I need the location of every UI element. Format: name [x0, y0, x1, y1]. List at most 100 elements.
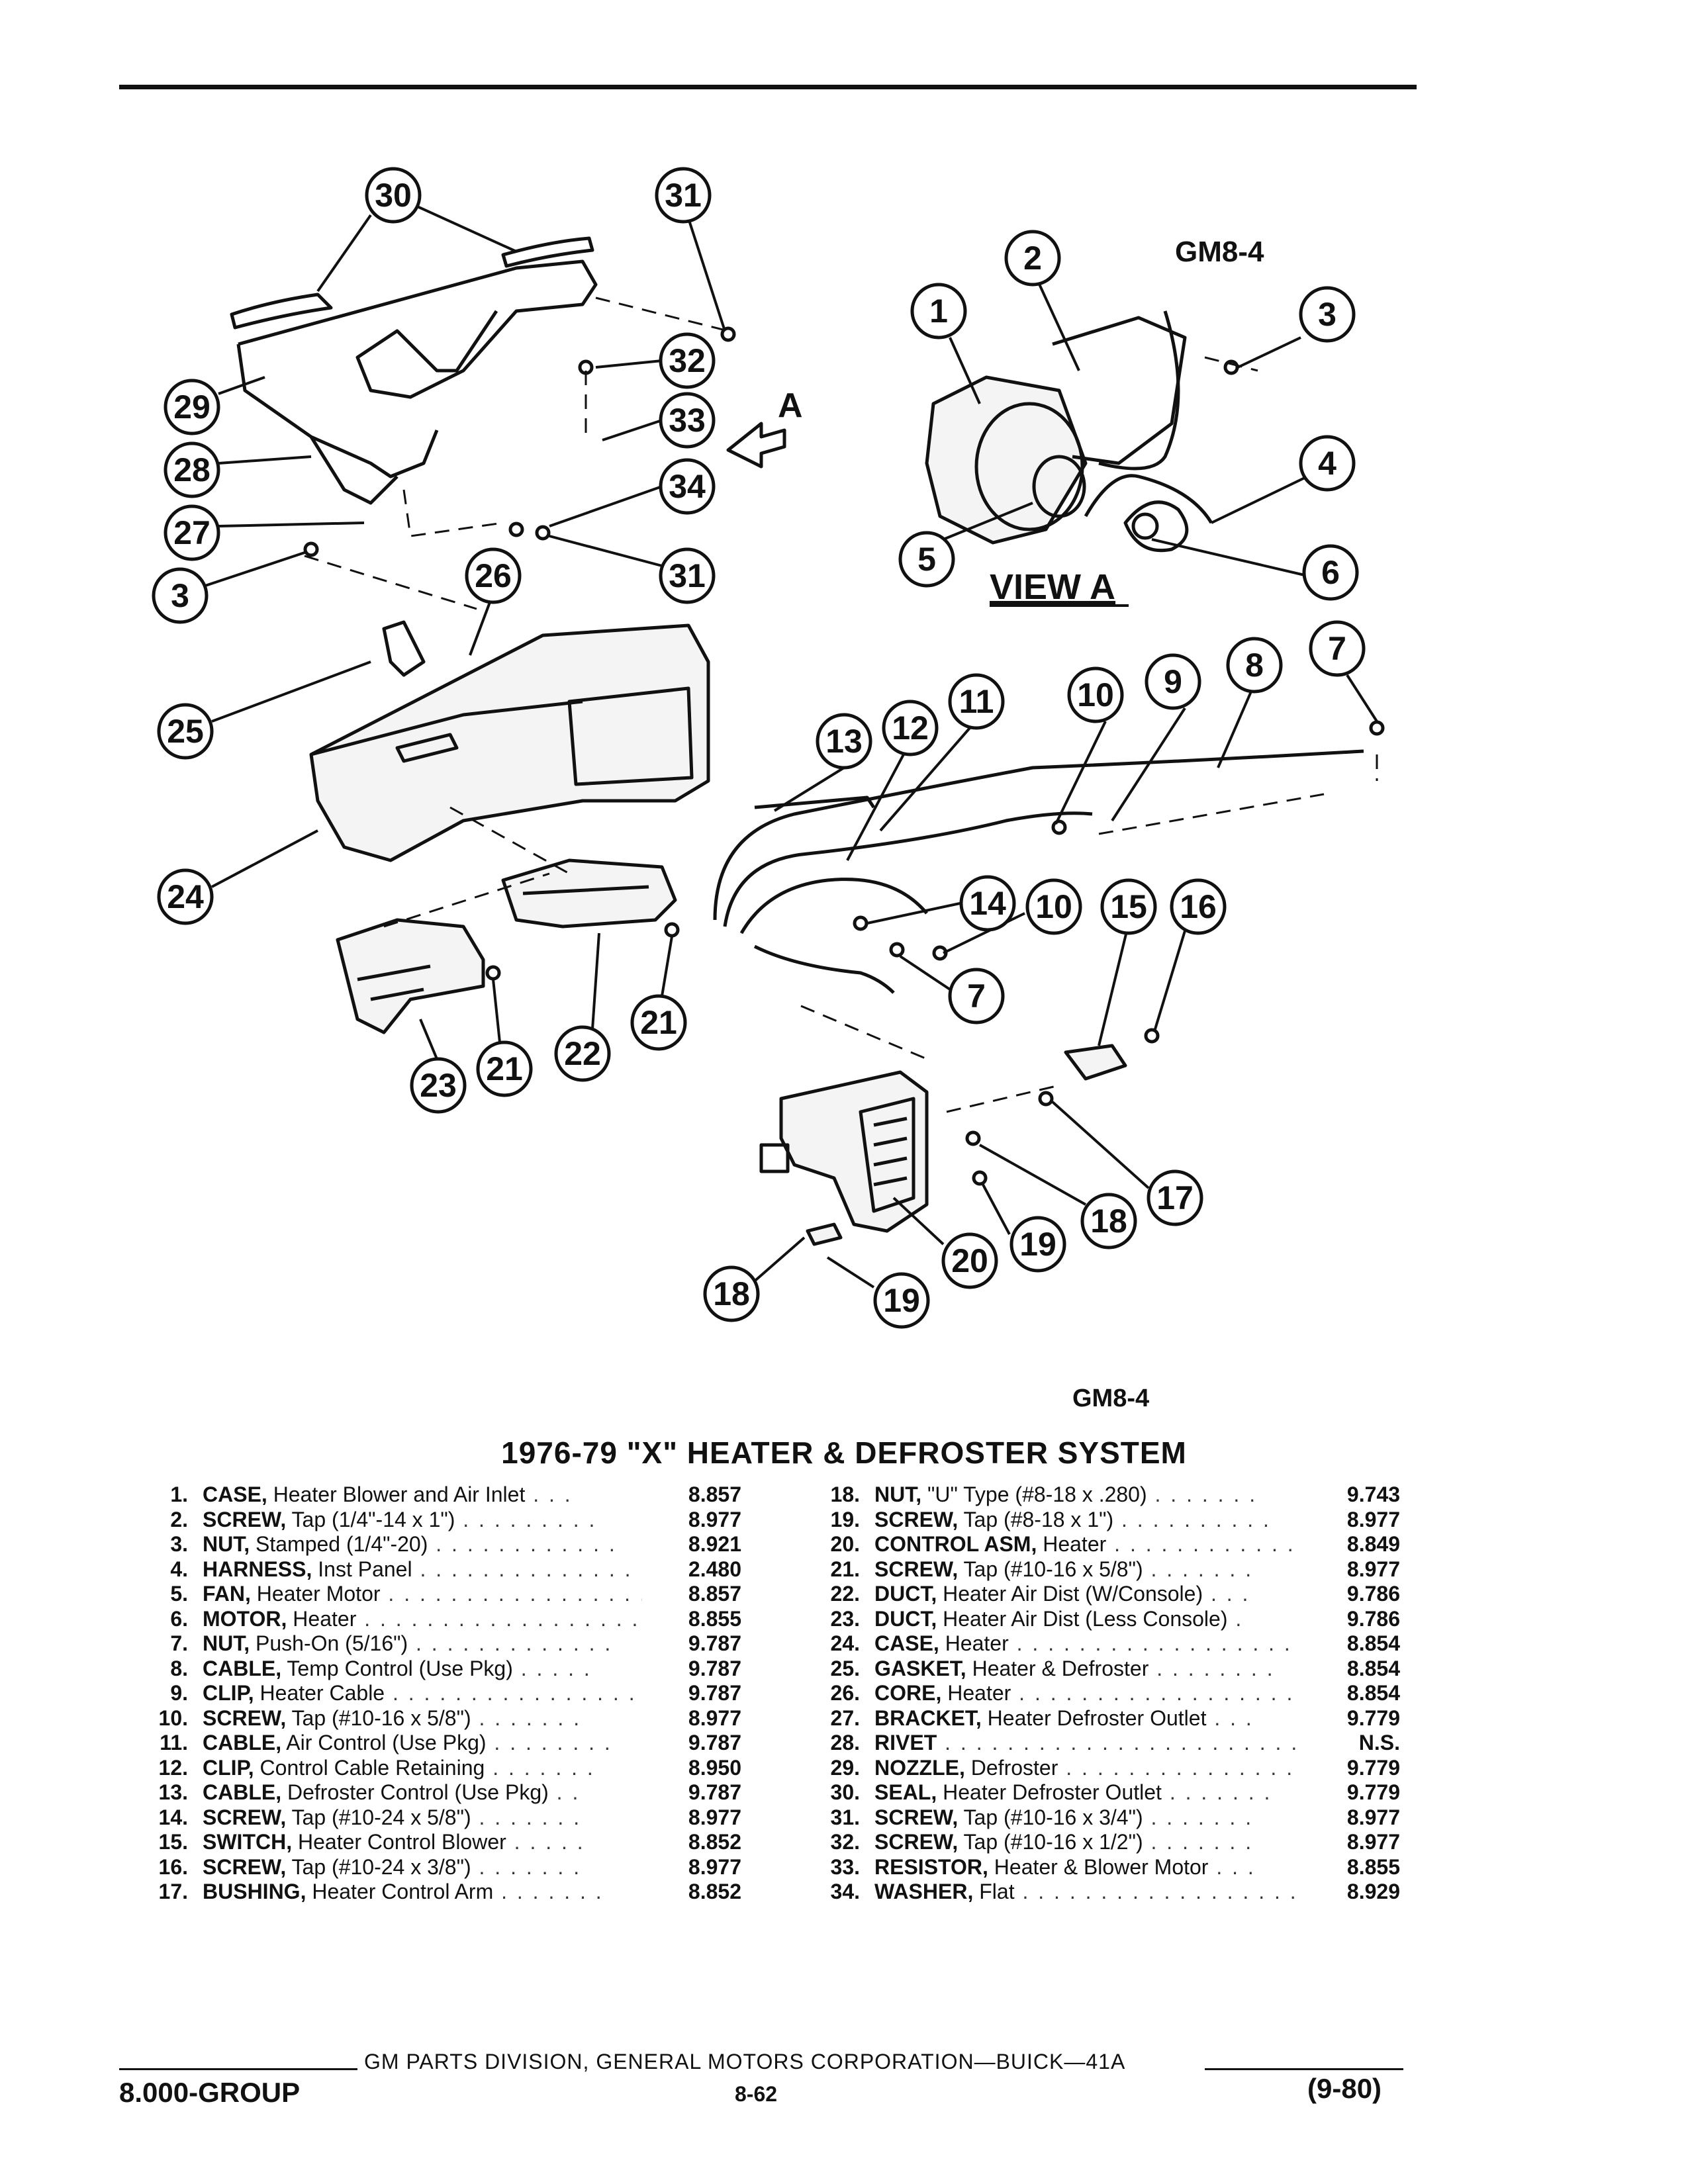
- part-name: DUCT,: [874, 1582, 937, 1606]
- part-name: HARNESS,: [203, 1557, 312, 1581]
- leader-dots: . . . . . . . . . . . .: [1106, 1532, 1295, 1556]
- leader-dots: . . . . . . .: [471, 1706, 582, 1730]
- part-number: 3.: [170, 1532, 188, 1556]
- callout: 16: [1170, 878, 1227, 935]
- svg-text:18: 18: [713, 1275, 750, 1312]
- part-number: 4.: [170, 1557, 188, 1581]
- callout: 31: [659, 547, 716, 604]
- group-code: 2.480: [688, 1557, 741, 1581]
- leader-dots: . . .: [1206, 1706, 1254, 1730]
- group-code: 9.787: [688, 1631, 741, 1655]
- svg-text:17: 17: [1156, 1179, 1194, 1216]
- part-description: SCREW, Tap (#10-24 x 3/8") . . . . . . .: [203, 1855, 642, 1880]
- leader-dots: . . . . . . .: [1143, 1805, 1254, 1829]
- parts-row: 24.CASE, Heater . . . . . . . . . . . . …: [804, 1631, 1400, 1657]
- svg-text:21: 21: [640, 1004, 677, 1041]
- part-name: NOZZLE,: [874, 1755, 965, 1780]
- group-code: 8.854: [1346, 1656, 1400, 1680]
- parts-row: 1.CASE, Heater Blower and Air Inlet . . …: [132, 1482, 741, 1508]
- parts-row: 2.SCREW, Tap (1/4"-14 x 1") . . . . . . …: [132, 1508, 741, 1533]
- footer-corp: GM PARTS DIVISION, GENERAL MOTORS CORPOR…: [364, 2050, 1126, 2073]
- part-number: 10.: [158, 1706, 188, 1730]
- footer-rule-left: [119, 2068, 357, 2070]
- part-detail: Tap (#10-16 x 5/8"): [286, 1706, 471, 1730]
- part-name: CORE,: [874, 1681, 942, 1705]
- part-name: SCREW,: [874, 1507, 959, 1531]
- svg-text:3: 3: [171, 577, 189, 614]
- svg-text:10: 10: [1035, 888, 1072, 925]
- parts-row: 29.NOZZLE, Defroster . . . . . . . . . .…: [804, 1756, 1400, 1781]
- part-number: 32.: [830, 1830, 860, 1854]
- leader-dots: . . . . . . . . . . . . . . . . .: [380, 1582, 642, 1606]
- leader-dots: . . .: [525, 1482, 573, 1506]
- control-cables-art: [713, 749, 1364, 994]
- parts-row: 33.RESISTOR, Heater & Blower Motor . . .…: [804, 1855, 1400, 1880]
- leader-dots: . . . . . . . .: [486, 1731, 612, 1754]
- callout: 32: [659, 332, 716, 389]
- part-name: SWITCH,: [203, 1830, 293, 1854]
- part-number: 15.: [158, 1830, 188, 1854]
- leader-dots: . . . . . . . . . . . . . . . . . . .: [1008, 1631, 1301, 1655]
- svg-text:14: 14: [969, 885, 1006, 922]
- part-description: SCREW, Tap (#10-16 x 5/8") . . . . . . .: [203, 1706, 642, 1731]
- callout: 3: [152, 567, 209, 624]
- parts-row: 10. SCREW, Tap (#10-16 x 5/8") . . . . . …: [132, 1706, 741, 1731]
- part-description: SCREW, Tap (1/4"-14 x 1") . . . . . . . …: [203, 1508, 642, 1532]
- air-distribution-ducts-art: [336, 858, 677, 1034]
- part-description: FAN, Heater Motor . . . . . . . . . . . …: [203, 1582, 642, 1606]
- parts-row: 6.MOTOR, Heater . . . . . . . . . . . . …: [132, 1607, 741, 1632]
- callout: 29: [164, 379, 220, 435]
- callout: 6: [1302, 544, 1359, 601]
- callout: 27: [164, 504, 220, 561]
- callout: 21: [630, 994, 687, 1051]
- leader-dots: . .: [548, 1780, 581, 1804]
- group-code: 9.786: [1346, 1582, 1400, 1606]
- part-detail: Heater Blower and Air Inlet: [267, 1482, 526, 1506]
- svg-text:9: 9: [1164, 663, 1182, 700]
- callout: 18: [703, 1265, 760, 1322]
- svg-text:2: 2: [1023, 240, 1042, 277]
- part-detail: Temp Control (Use Pkg): [281, 1656, 513, 1680]
- parts-row: 17.BUSHING, Heater Control Arm . . . . .…: [132, 1880, 741, 1905]
- parts-row: 19.SCREW, Tap (#8-18 x 1") . . . . . . .…: [804, 1508, 1400, 1533]
- group-code: 8.852: [688, 1880, 741, 1903]
- part-name: NUT,: [203, 1532, 250, 1556]
- leader-dots: . . . . . . . . . . . . .: [408, 1631, 613, 1655]
- part-detail: Control Cable Retaining: [254, 1755, 485, 1780]
- callout: 2: [1004, 230, 1061, 287]
- svg-text:7: 7: [967, 978, 986, 1015]
- callout: 4: [1299, 435, 1356, 492]
- parts-row: 8.CABLE, Temp Control (Use Pkg) . . . . …: [132, 1657, 741, 1682]
- view-a-marker: A: [778, 387, 803, 425]
- svg-text:16: 16: [1180, 888, 1217, 925]
- svg-text:29: 29: [173, 388, 211, 426]
- part-name: GASKET,: [874, 1656, 966, 1680]
- part-detail: Tap (#10-24 x 3/8"): [286, 1854, 471, 1879]
- svg-text:6: 6: [1321, 554, 1340, 591]
- part-number: 33.: [830, 1854, 860, 1879]
- group-code: 8.921: [688, 1532, 741, 1556]
- part-number: 13.: [158, 1780, 188, 1804]
- footer-date: (9-80): [1307, 2073, 1382, 2104]
- footer-rule-right: [1205, 2068, 1403, 2070]
- leader-dots: . . . . . . .: [1143, 1830, 1254, 1854]
- parts-row: 18.NUT, "U" Type (#8-18 x .280) . . . . …: [804, 1482, 1400, 1508]
- group-code: 8.977: [1346, 1805, 1400, 1829]
- leader-dots: . . . . . . .: [471, 1805, 582, 1829]
- part-description: CASE, Heater Blower and Air Inlet . . .: [203, 1482, 642, 1507]
- parts-row: 20.CONTROL ASM, Heater . . . . . . . . .…: [804, 1532, 1400, 1557]
- part-name: CABLE,: [203, 1656, 282, 1680]
- part-number: 12.: [158, 1755, 188, 1780]
- leader-dots: . . . . .: [512, 1656, 592, 1680]
- parts-row: 31.SCREW, Tap (#10-16 x 3/4") . . . . . …: [804, 1805, 1400, 1831]
- svg-text:20: 20: [951, 1242, 988, 1279]
- part-description: CABLE, Defroster Control (Use Pkg) . .: [203, 1780, 642, 1805]
- part-number: 28.: [830, 1731, 860, 1754]
- group-code: 8.977: [1346, 1830, 1400, 1854]
- part-description: DUCT, Heater Air Dist (W/Console) . . .: [874, 1582, 1301, 1606]
- blower-assembly-art: [925, 310, 1213, 553]
- svg-text:30: 30: [375, 177, 412, 214]
- leader-dots: . . .: [1203, 1582, 1250, 1606]
- group-code: 8.977: [1346, 1507, 1400, 1531]
- callout: 7: [1309, 620, 1366, 677]
